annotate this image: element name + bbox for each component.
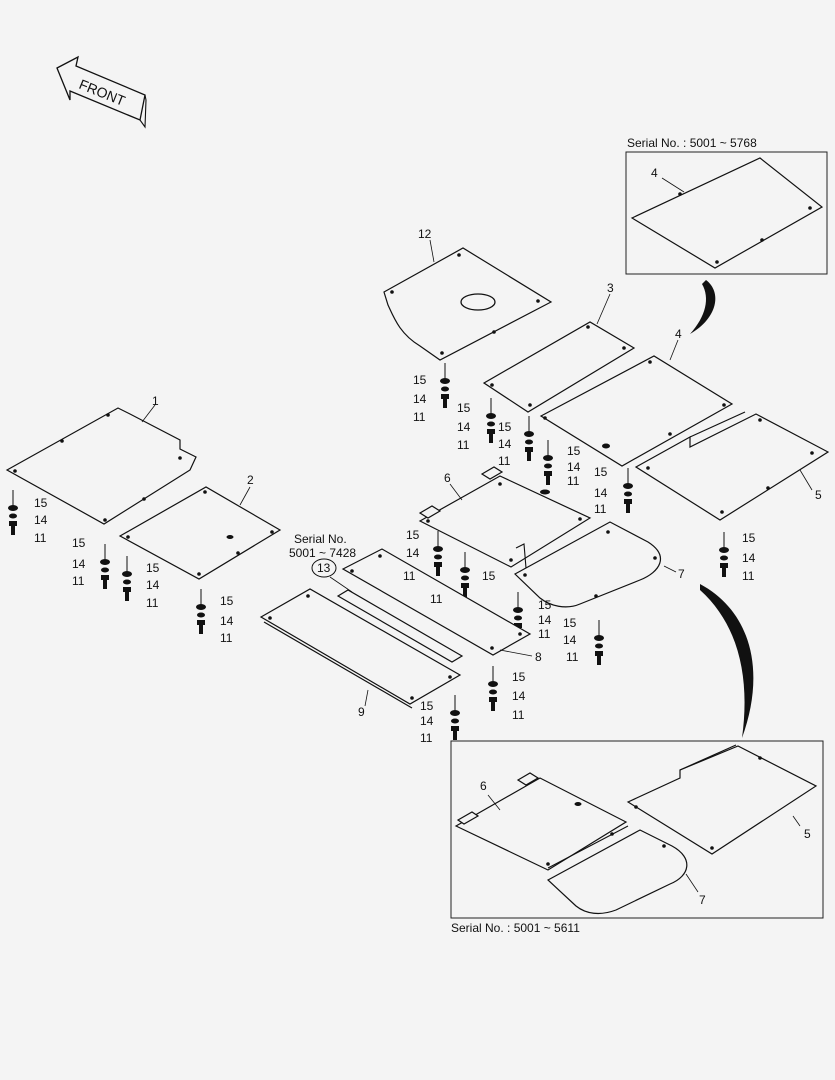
hw-15: 15 <box>512 670 526 684</box>
hw-14: 14 <box>498 437 512 451</box>
hw-15: 15 <box>413 373 427 387</box>
part-13-label: Serial No. 5001 ~ 7428 13 <box>289 532 356 593</box>
part-9-plate: 9 <box>259 588 462 741</box>
callout-1: 1 <box>152 394 159 408</box>
hw-15: 15 <box>498 420 512 434</box>
callout-4-inset: 4 <box>651 166 658 180</box>
hw-15: 15 <box>482 569 496 583</box>
hw-14: 14 <box>512 689 526 703</box>
hw-15: 15 <box>406 528 420 542</box>
hardware-labels: 15 14 11 15 14 11 15 14 11 15 14 11 15 1… <box>34 373 756 745</box>
hw-15: 15 <box>457 401 471 415</box>
part-1-plate: 1 <box>5 394 197 590</box>
part-6-plate: 6 <box>418 466 592 598</box>
hw-11: 11 <box>34 531 47 545</box>
callout-3: 3 <box>607 281 614 295</box>
hw-15: 15 <box>420 699 434 713</box>
hw-15: 15 <box>220 594 234 608</box>
hw-11: 11 <box>566 650 579 664</box>
hw-11: 11 <box>567 474 580 488</box>
hw-14: 14 <box>413 392 427 406</box>
front-arrow-icon: FRONT <box>56 55 147 129</box>
hw-15: 15 <box>567 444 581 458</box>
callout-13: 13 <box>317 561 331 575</box>
callout-4: 4 <box>675 327 682 341</box>
hw-11: 11 <box>220 631 233 645</box>
serial-note-top: Serial No. : 5001 ~ 5768 <box>627 136 757 150</box>
hw-14: 14 <box>567 460 581 474</box>
part-2-plate: 2 <box>118 473 282 635</box>
hw-14: 14 <box>563 633 577 647</box>
inset-pointer-top <box>690 280 716 334</box>
hw-15: 15 <box>72 536 86 550</box>
part-12-plate: 12 <box>383 227 553 409</box>
hw-14: 14 <box>220 614 234 628</box>
callout-2: 2 <box>247 473 254 487</box>
hw-14: 14 <box>742 551 756 565</box>
hw-11: 11 <box>72 574 85 588</box>
callout-9: 9 <box>358 705 365 719</box>
callout-8: 8 <box>535 650 542 664</box>
callout-5: 5 <box>815 488 822 502</box>
part-4-plate: 4 <box>539 327 734 486</box>
hw-14: 14 <box>594 486 608 500</box>
hw-15: 15 <box>563 616 577 630</box>
hw-11: 11 <box>538 627 551 641</box>
hw-11: 11 <box>430 592 443 606</box>
callout-6: 6 <box>444 471 451 485</box>
hw-15: 15 <box>594 465 608 479</box>
inset-box-bottom: 6 5 7 Serial No. : 5001 ~ 5611 <box>450 740 824 935</box>
hw-11: 11 <box>457 438 470 452</box>
hw-11: 11 <box>403 569 416 583</box>
part-3-plate: 3 <box>482 281 636 462</box>
serial-note-13-line1: Serial No. <box>294 532 347 546</box>
hw-14: 14 <box>34 513 48 527</box>
part-5-plate: 5 <box>622 411 830 578</box>
part-7-plate: 7 <box>512 521 685 666</box>
callout-6-inset: 6 <box>480 779 487 793</box>
inset-box-top: Serial No. : 5001 ~ 5768 4 <box>625 136 828 275</box>
hw-14: 14 <box>406 546 420 560</box>
hw-11: 11 <box>512 708 525 722</box>
serial-note-13-line2: 5001 ~ 7428 <box>289 546 356 560</box>
part-8-plate: 8 <box>336 548 542 712</box>
callout-7: 7 <box>678 567 685 581</box>
hw-11: 11 <box>742 569 755 583</box>
hw-14: 14 <box>146 578 160 592</box>
hw-14: 14 <box>538 613 552 627</box>
hw-15: 15 <box>538 598 552 612</box>
hw-11: 11 <box>420 731 433 745</box>
inset-pointer-bottom <box>700 584 754 738</box>
serial-note-bottom: Serial No. : 5001 ~ 5611 <box>451 921 580 935</box>
hw-14: 14 <box>420 714 434 728</box>
hw-15: 15 <box>742 531 756 545</box>
hw-15: 15 <box>146 561 160 575</box>
hw-14: 14 <box>72 557 86 571</box>
hw-11: 11 <box>594 502 607 516</box>
hw-11: 11 <box>413 410 426 424</box>
hw-14: 14 <box>457 420 471 434</box>
hw-11: 11 <box>498 454 511 468</box>
callout-7-inset: 7 <box>699 893 706 907</box>
callout-12: 12 <box>418 227 432 241</box>
hw-11: 11 <box>146 596 159 610</box>
callout-5-inset: 5 <box>804 827 811 841</box>
hw-15: 15 <box>34 496 48 510</box>
